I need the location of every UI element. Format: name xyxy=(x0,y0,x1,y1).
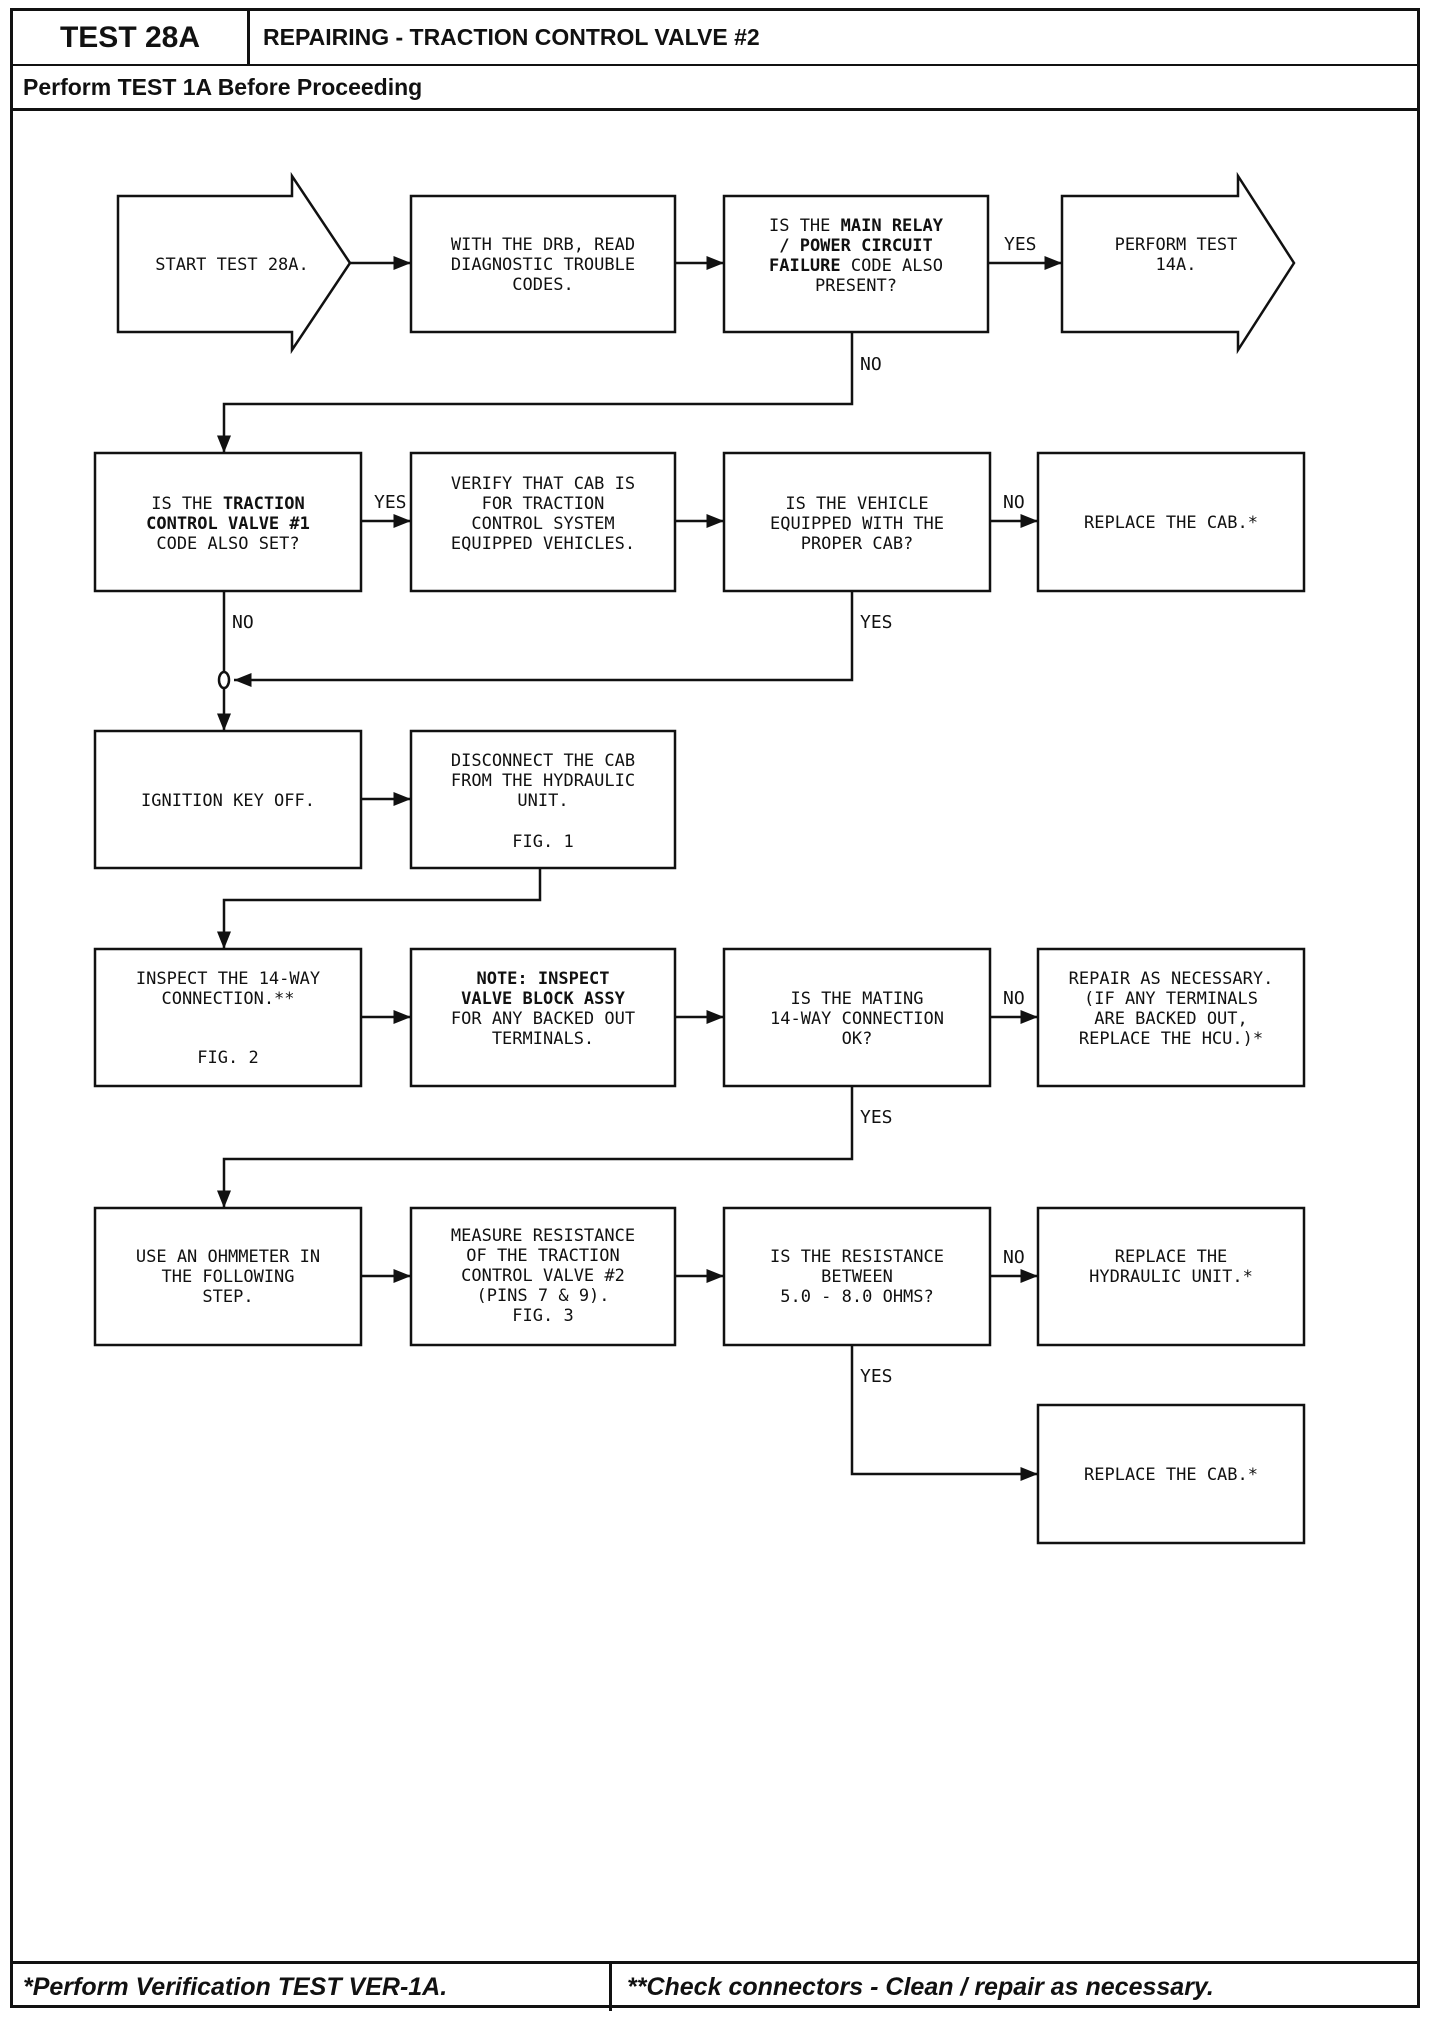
tcv1-line-1: IS THE TRACTION xyxy=(151,494,305,514)
note-line-3: FOR ANY BACKED OUT xyxy=(451,1009,635,1029)
ohmmeter-line-2: THE FOLLOWING xyxy=(161,1267,294,1287)
replace-cab-2-text: REPLACE THE CAB.* xyxy=(1084,1465,1258,1485)
note-line-4: TERMINALS. xyxy=(492,1029,594,1049)
read-dtc-line-2: DIAGNOSTIC TROUBLE xyxy=(451,255,635,275)
edge-label-yes-4: YES xyxy=(860,1107,893,1128)
connector-yes-merge xyxy=(234,591,854,687)
edge-label-no-1: NO xyxy=(860,354,882,375)
footer-row: *Perform Verification TEST VER-1A. **Che… xyxy=(13,1961,1417,2011)
mating-line-1: IS THE MATING xyxy=(790,989,923,1009)
connector-yes-to-ohmmeter xyxy=(217,1086,854,1208)
measure-line-2: OF THE TRACTION xyxy=(466,1246,620,1266)
footer-divider xyxy=(609,1964,612,2011)
read-dtc-line-3: CODES. xyxy=(512,275,573,295)
verify-cab-line-3: CONTROL SYSTEM xyxy=(471,514,614,534)
prerequisite-note: Perform TEST 1A Before Proceeding xyxy=(23,74,423,100)
repair-line-2: (IF ANY TERMINALS xyxy=(1084,989,1258,1009)
connector-no-to-tcv1 xyxy=(217,332,854,453)
proper-cab-line-1: IS THE VEHICLE xyxy=(785,494,928,514)
verify-cab-line-4: EQUIPPED VEHICLES. xyxy=(451,534,635,554)
tcv1-line-2: CONTROL VALVE #1 xyxy=(146,514,310,534)
connector-disconnect-to-inspect xyxy=(217,868,542,949)
proper-cab-line-2: EQUIPPED WITH THE xyxy=(770,514,944,534)
edge-label-no-4: NO xyxy=(1003,988,1025,1009)
start-arrow-shape xyxy=(116,171,352,355)
verify-cab-line-1: VERIFY THAT CAB IS xyxy=(451,474,635,494)
main-relay-line-4: PRESENT? xyxy=(815,276,897,296)
prerequisite-row: Perform TEST 1A Before Proceeding xyxy=(13,66,1417,111)
main-relay-line-3: FAILURE CODE ALSO xyxy=(769,256,943,276)
repair-line-4: REPLACE THE HCU.)* xyxy=(1079,1029,1263,1049)
read-dtc-line-1: WITH THE DRB, READ xyxy=(451,235,635,255)
note-line-1: NOTE: INSPECT xyxy=(476,969,609,989)
footer-verification-note: *Perform Verification TEST VER-1A. xyxy=(23,1973,448,2001)
header-row: TEST 28A REPAIRING - TRACTION CONTROL VA… xyxy=(13,11,1417,66)
edge-label-no-2: NO xyxy=(1003,492,1025,513)
edge-label-no-3: NO xyxy=(232,612,254,633)
main-relay-line-2: / POWER CIRCUIT xyxy=(779,236,933,256)
tcv1-line-3: CODE ALSO SET? xyxy=(156,534,299,554)
connector-yes-to-replace-cab xyxy=(850,1345,1038,1481)
hydraulic-line-1: REPLACE THE xyxy=(1115,1247,1228,1267)
disconnect-line-2: FROM THE HYDRAULIC xyxy=(451,771,635,791)
perform-14a-line-1: PERFORM TEST xyxy=(1115,235,1238,255)
inspect-line-1: INSPECT THE 14-WAY xyxy=(136,969,320,989)
hydraulic-line-2: HYDRAULIC UNIT.* xyxy=(1089,1267,1253,1287)
test-title: REPAIRING - TRACTION CONTROL VALVE #2 xyxy=(263,24,760,50)
footer-connector-note: **Check connectors - Clean / repair as n… xyxy=(627,1973,1214,2001)
disconnect-fig: FIG. 1 xyxy=(512,832,573,852)
repair-line-1: REPAIR AS NECESSARY. xyxy=(1069,969,1274,989)
perform-14a-arrow-shape xyxy=(1060,171,1296,355)
resistance-line-1: IS THE RESISTANCE xyxy=(770,1247,944,1267)
measure-line-4: (PINS 7 & 9). xyxy=(476,1286,609,1306)
measure-line-1: MEASURE RESISTANCE xyxy=(451,1226,635,1246)
edge-label-no-5: NO xyxy=(1003,1247,1025,1268)
inspect-line-2: CONNECTION.** xyxy=(161,989,294,1009)
edge-label-yes-2: YES xyxy=(374,492,407,513)
perform-14a-line-2: 14A. xyxy=(1156,255,1197,275)
ignition-off-text: IGNITION KEY OFF. xyxy=(141,791,315,811)
flowchart-page: TEST 28A REPAIRING - TRACTION CONTROL VA… xyxy=(10,8,1420,2011)
main-relay-line-1: IS THE MAIN RELAY xyxy=(769,216,944,236)
repair-line-3: ARE BACKED OUT, xyxy=(1094,1009,1248,1029)
ohmmeter-line-1: USE AN OHMMETER IN xyxy=(136,1247,320,1267)
inspect-fig: FIG. 2 xyxy=(197,1048,258,1068)
measure-line-3: CONTROL VALVE #2 xyxy=(461,1266,625,1286)
mating-line-3: OK? xyxy=(842,1029,873,1049)
ohmmeter-line-3: STEP. xyxy=(202,1287,253,1307)
disconnect-line-1: DISCONNECT THE CAB xyxy=(451,751,635,771)
edge-label-yes-3: YES xyxy=(860,612,893,633)
disconnect-line-3: UNIT. xyxy=(517,791,568,811)
test-id: TEST 28A xyxy=(13,11,250,64)
verify-cab-line-2: FOR TRACTION xyxy=(482,494,605,514)
mating-line-2: 14-WAY CONNECTION xyxy=(770,1009,944,1029)
edge-label-yes-5: YES xyxy=(860,1366,893,1387)
resistance-line-2: BETWEEN xyxy=(821,1267,893,1287)
start-text: START TEST 28A. xyxy=(155,255,309,275)
measure-line-5: FIG. 3 xyxy=(512,1306,573,1326)
replace-cab-1-text: REPLACE THE CAB.* xyxy=(1084,513,1258,533)
resistance-line-3: 5.0 - 8.0 OHMS? xyxy=(780,1287,934,1307)
note-line-2: VALVE BLOCK ASSY xyxy=(461,989,626,1009)
connector-junction-oval xyxy=(217,670,231,690)
edge-label-yes-1: YES xyxy=(1004,234,1037,255)
proper-cab-line-3: PROPER CAB? xyxy=(801,534,914,554)
